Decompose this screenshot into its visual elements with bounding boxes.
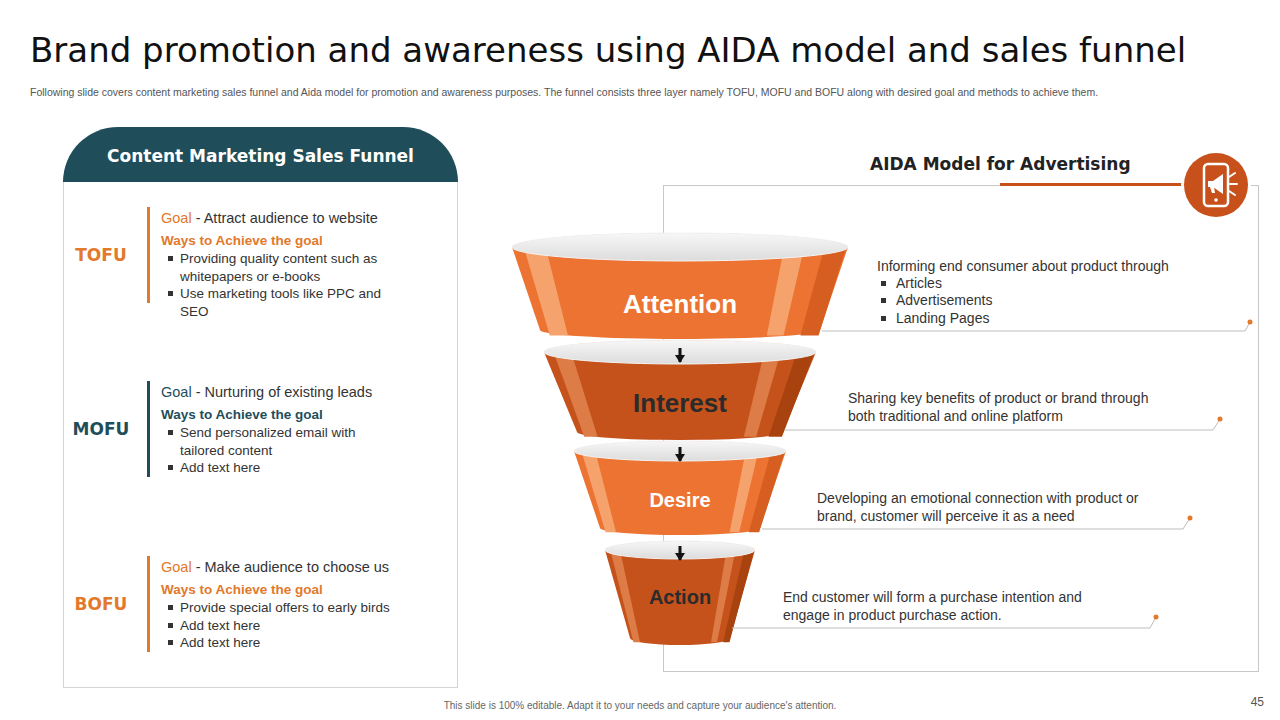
megaphone-handle: [1210, 187, 1215, 193]
bullet-item: Articles: [896, 274, 1096, 292]
stage-label: TOFU: [69, 245, 133, 265]
funnel-shade: [749, 451, 785, 532]
bullet-item: Advertisements: [896, 291, 1096, 309]
bullet-square: [168, 605, 173, 610]
bullet-row: Add text here: [161, 617, 399, 635]
bullet-item: Landing Pages: [896, 309, 1096, 327]
funnel-shade: [800, 247, 846, 335]
bullet-text: Add text here: [180, 634, 399, 652]
bullet-row: Provide special offers to early birds: [161, 599, 399, 617]
phone-button: [1214, 198, 1218, 202]
sound-line: [1229, 191, 1235, 195]
bullet-square: [168, 256, 173, 261]
funnel-highlight: [554, 352, 598, 437]
panel-header: Content Marketing Sales Funnel: [63, 127, 458, 182]
sound-line: [1229, 173, 1235, 177]
leader-dot: [1248, 320, 1253, 325]
bullet-square: [881, 281, 886, 286]
goal-line: Goal- Make audience to choose us: [161, 557, 392, 577]
stage-label: MOFU: [69, 419, 133, 439]
funnel-stage-block: MOFU Goal- Nurturing of existing leadsWay…: [63, 381, 458, 477]
funnel-highlight: [524, 247, 568, 335]
funnel-segment: Desire: [574, 461, 786, 546]
bullet-text: Use marketing tools like PPC and SEO: [180, 285, 399, 320]
funnel-body: [605, 541, 755, 645]
goal-text: - Make audience to choose us: [196, 559, 389, 575]
stage-description: Developing an emotional connection with …: [817, 489, 1162, 525]
funnel-body: [512, 233, 848, 339]
funnel-body: [574, 441, 786, 535]
content-panel: Content Marketing Sales FunnelTOFUGoal- …: [63, 127, 458, 688]
leader-line: [822, 322, 1250, 331]
funnel-highlight: [581, 451, 616, 532]
stage-description: End customer will form a purchase intent…: [783, 588, 1108, 624]
ways-heading: Ways to Achieve the goal: [161, 406, 392, 424]
goal-text: - Attract audience to website: [196, 210, 378, 226]
funnel-cap: [512, 233, 848, 261]
slide-title: Brand promotion and awareness using AIDA…: [30, 27, 1186, 73]
bullet-text: Send personalized email with tailored co…: [180, 424, 399, 459]
stage-content: Goal- Nurturing of existing leadsWays to…: [147, 381, 392, 477]
bullet-row: Add text here: [161, 634, 399, 652]
funnel-stage-block: BOFU Goal- Make audience to choose us Ways…: [63, 556, 458, 652]
bullet-row: Add text here: [161, 459, 399, 477]
funnel-segment: Interest: [544, 362, 816, 447]
funnel-highlight: [767, 247, 805, 335]
leader-dot: [1188, 516, 1193, 521]
bullet-square: [168, 465, 173, 470]
bullet-square: [881, 298, 886, 303]
funnel-stage-text: Interest: [544, 388, 816, 419]
leader-dots: [1154, 320, 1253, 620]
funnel-body: [544, 340, 816, 440]
leader-dot: [1154, 615, 1159, 620]
funnel-stage-block: TOFU Goal- Attract audience to websiteWay…: [63, 207, 458, 303]
ways-heading: Ways to Achieve the goal: [161, 232, 392, 250]
goal-keyword: Goal: [161, 559, 192, 575]
stage-content: Goal- Make audience to choose us Ways to …: [147, 556, 392, 652]
bullet-square: [168, 291, 173, 296]
funnel-highlight: [610, 550, 640, 642]
leader-lines: [732, 322, 1250, 628]
bullet-text: Add text here: [180, 459, 399, 477]
stage-label: BOFU: [69, 594, 133, 614]
bullet-row: Send personalized email with tailored co…: [161, 424, 399, 459]
bullet-text: Provide special offers to early birds: [180, 599, 399, 617]
funnel-shade: [769, 352, 815, 437]
bullet-row: Use marketing tools like PPC and SEO: [161, 285, 399, 320]
funnel-cap: [605, 541, 755, 559]
goal-line: Goal- Nurturing of existing leads: [161, 382, 392, 402]
sound-lines: [1229, 173, 1237, 195]
bullet-square: [168, 623, 173, 628]
subtitle-note: Following slide covers content marketing…: [30, 86, 1220, 99]
stage-description: Informing end consumer about product thr…: [877, 257, 1217, 275]
funnel-cap: [574, 441, 786, 461]
goal-keyword: Goal: [161, 384, 192, 400]
bullet-text: Add text here: [180, 617, 399, 635]
panel-heading: Content Marketing Sales Funnel: [63, 127, 458, 185]
bullet-square: [881, 316, 886, 321]
stage-content: Goal- Attract audience to websiteWays to…: [147, 207, 392, 303]
bullet-square: [168, 430, 173, 435]
bullet-text: Providing quality content such as whitep…: [180, 250, 399, 285]
page-number: 45: [1226, 695, 1264, 709]
funnel-segment: Attention: [512, 233, 848, 348]
ways-heading: Ways to Achieve the goal: [161, 581, 392, 599]
stage-description: Sharing key benefits of product or brand…: [848, 389, 1173, 425]
funnel-stage-text: Desire: [574, 488, 786, 512]
funnel-segment: Action: [605, 560, 755, 650]
goal-keyword: Goal: [161, 210, 192, 226]
bullet-square: [168, 640, 173, 645]
megaphone: [1208, 174, 1223, 194]
footer-note: This slide is 100% editable. Adapt it to…: [340, 700, 940, 712]
funnel-stage-text: Attention: [512, 289, 848, 320]
bullet-row: Providing quality content such as whitep…: [161, 250, 399, 285]
goal-text: - Nurturing of existing leads: [196, 384, 373, 400]
goal-line: Goal- Attract audience to website: [161, 208, 392, 228]
funnel-cap: [544, 340, 816, 364]
leader-dot: [1218, 417, 1223, 422]
panel-heading: AIDA Model for Advertising: [870, 153, 1131, 175]
funnel-stage-text: Action: [605, 585, 755, 609]
funnel-shade: [723, 550, 754, 642]
